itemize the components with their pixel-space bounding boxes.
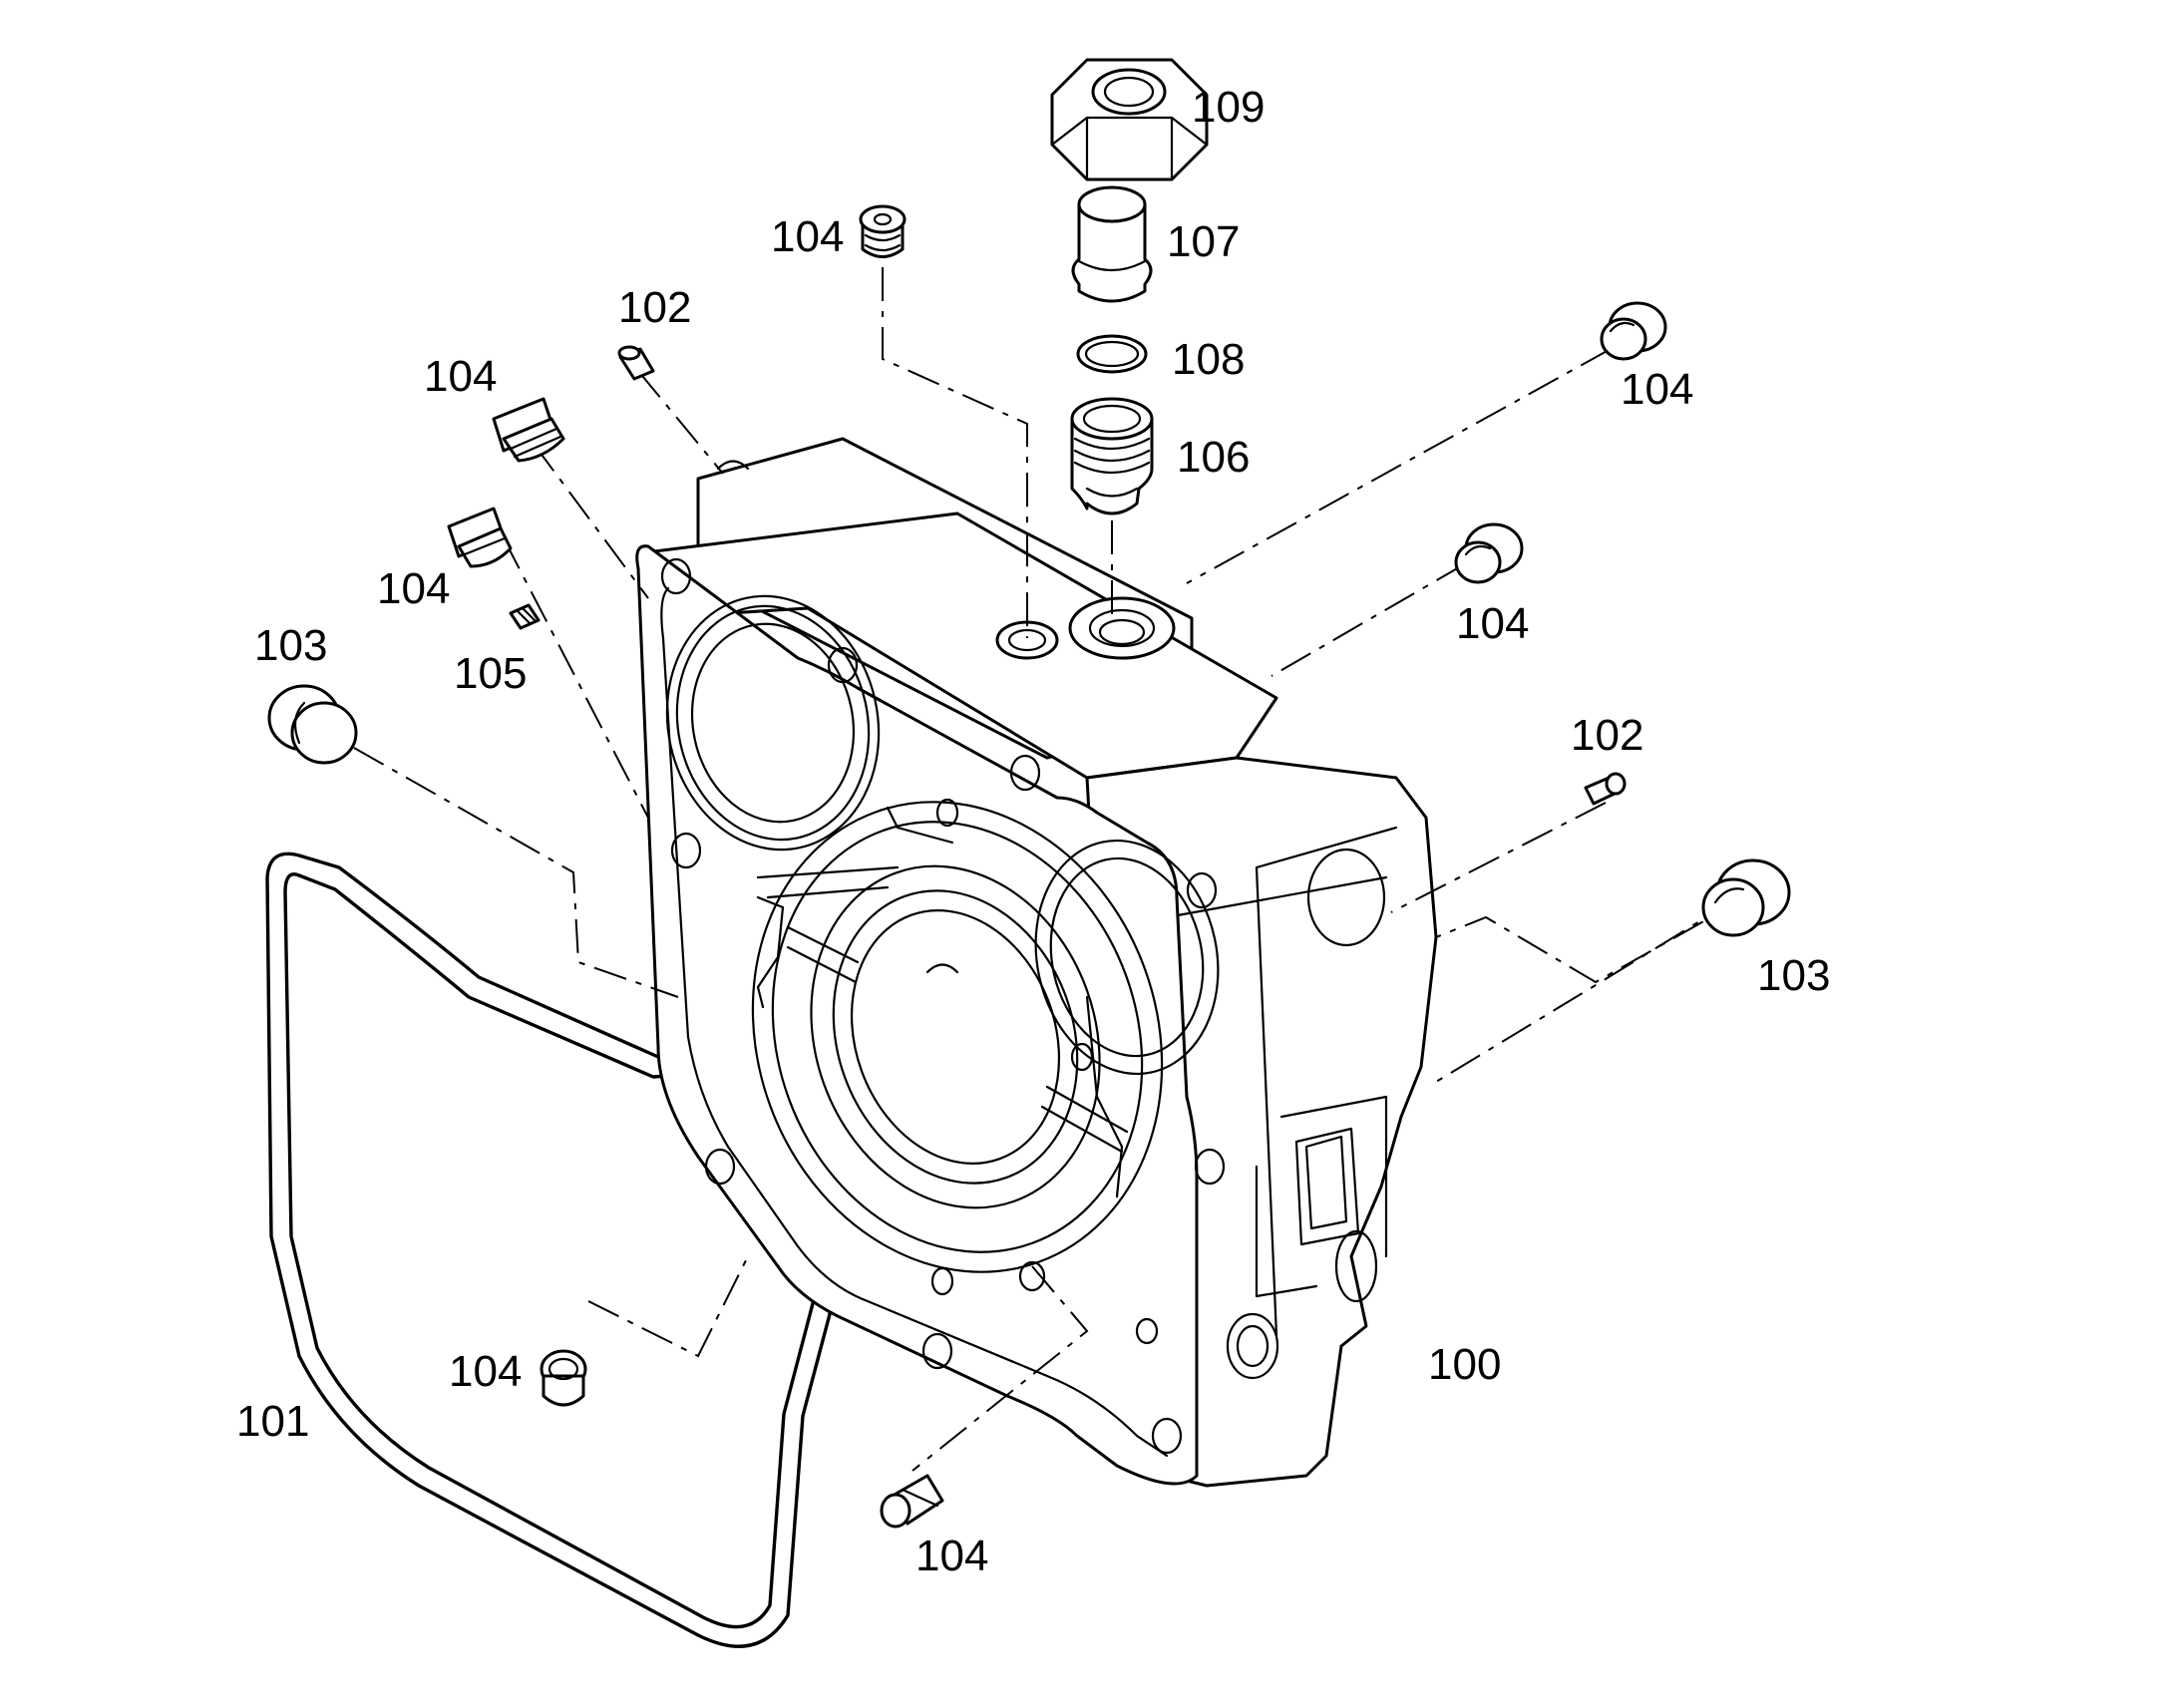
- callout-103-right: 103: [1757, 951, 1830, 1000]
- callout-104-bottom: 104: [915, 1532, 988, 1580]
- part-104-upper-left-plug: [492, 397, 565, 463]
- callout-104-right-upper: 104: [1621, 365, 1693, 414]
- callouts: 109 107 108 106 104 102 104 104 105 103 …: [236, 83, 1830, 1580]
- callout-102-right: 102: [1571, 711, 1643, 760]
- part-103-left-plug: [267, 684, 358, 765]
- part-102-left-pin: [617, 345, 655, 381]
- part-108-o-ring: [1076, 334, 1148, 374]
- callout-102-left: 102: [618, 283, 691, 332]
- callout-103-left: 103: [254, 621, 327, 670]
- callout-108: 108: [1172, 335, 1245, 384]
- part-106-fitting: [1070, 397, 1154, 515]
- callout-104-right-middle: 104: [1456, 599, 1529, 648]
- part-103-right-plug: [1701, 858, 1791, 937]
- callout-107: 107: [1167, 217, 1240, 266]
- callout-109: 109: [1192, 83, 1265, 132]
- callout-105: 105: [454, 649, 527, 698]
- part-104-lower-left-plug: [540, 1349, 587, 1407]
- callout-106: 106: [1177, 433, 1250, 482]
- part-105-screw: [509, 603, 541, 630]
- part-104-right-upper-plug: [1600, 301, 1667, 361]
- part-104-top-plug: [859, 204, 907, 258]
- callout-104-lower-left: 104: [449, 1347, 522, 1396]
- callout-101: 101: [236, 1397, 309, 1446]
- callout-104-upper-left: 104: [424, 352, 497, 401]
- part-102-right-pin: [1584, 772, 1627, 806]
- part-109-hex-nut: [1050, 58, 1209, 181]
- part-107-plug: [1071, 185, 1153, 303]
- callout-100: 100: [1428, 1340, 1501, 1389]
- leader-lines: [353, 267, 1756, 1472]
- callout-104-left: 104: [377, 564, 450, 613]
- part-104-bottom-plug: [880, 1474, 944, 1529]
- part-104-right-middle-plug: [1454, 522, 1524, 584]
- callout-104-top: 104: [771, 212, 844, 261]
- housing-100: [635, 437, 1438, 1488]
- part-104-left-plug: [447, 507, 513, 568]
